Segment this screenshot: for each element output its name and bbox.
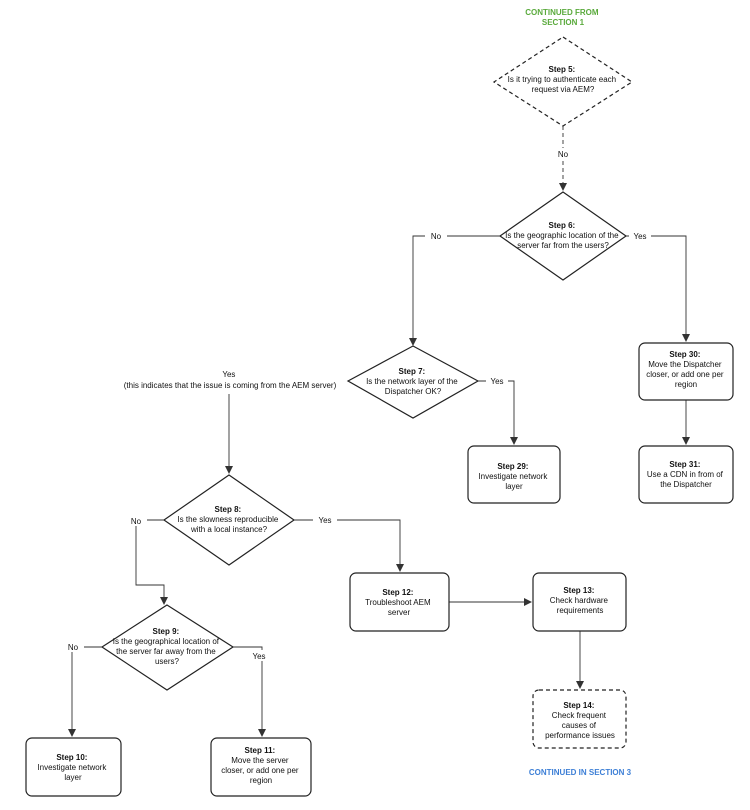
node-step30: Step 30: Move the Dispatcher closer, or … (638, 342, 734, 401)
edge-step7-step8 (225, 380, 348, 474)
node-step7: Step 7: Is the network layer of the Disp… (346, 345, 480, 419)
step14-text: Step 14: Check frequent causes of perfor… (545, 701, 615, 740)
edge-step9-step10 (68, 646, 102, 737)
step6-text: Step 6: Is the geographic location of th… (505, 221, 621, 250)
edge-step8-step12 (294, 519, 404, 572)
node-step10: Step 10: Investigate network layer (25, 737, 122, 797)
edge-label-no-step8: No (131, 517, 142, 526)
edge-label-no-step9: No (68, 643, 79, 652)
step29-text: Step 29: Investigate network layer (478, 462, 549, 491)
edge-label-yes-step7-left: Yes (this indicates that the issue is co… (124, 370, 337, 390)
edge-step7-step29 (478, 380, 518, 445)
node-step13: Step 13: Check hardware requirements (532, 572, 627, 632)
step9-text: Step 9: Is the geographical location of … (113, 627, 222, 666)
step13-text: Step 13: Check hardware requirements (550, 586, 610, 615)
edge-label-yes-step9: Yes (252, 652, 265, 661)
step31-text: Step 31: Use a CDN in from of the Dispat… (647, 460, 725, 489)
edge-label-yes-step8: Yes (318, 516, 331, 525)
step12-text: Step 12: Troubleshoot AEM server (365, 588, 433, 617)
edge-step6-step7 (409, 235, 500, 346)
step10-text: Step 10: Investigate network layer (37, 753, 108, 782)
edge-label-yes-step7-right: Yes (490, 377, 503, 386)
edge-label-no-step5: No (558, 150, 569, 159)
edge-label-no-step6: No (431, 232, 442, 241)
step7-text: Step 7: Is the network layer of the Disp… (366, 367, 460, 396)
continued-in-label: CONTINUED IN SECTION 3 (529, 768, 632, 777)
edge-label-yes-step6: Yes (633, 232, 646, 241)
node-step9: Step 9: Is the geographical location of … (100, 604, 235, 691)
step30-text: Step 30: Move the Dispatcher closer, or … (646, 350, 726, 389)
continued-from-label: CONTINUED FROM SECTION 1 (525, 8, 601, 27)
node-step31: Step 31: Use a CDN in from of the Dispat… (638, 445, 734, 504)
node-step8: Step 8: Is the slowness reproducible wit… (162, 474, 296, 566)
node-step12: Step 12: Troubleshoot AEM server (349, 572, 450, 632)
step11-text: Step 11: Move the server closer, or add … (221, 746, 301, 785)
edge-step9-step11 (233, 646, 266, 737)
node-step29: Step 29: Investigate network layer (467, 445, 561, 504)
edge-step6-step30 (626, 235, 690, 342)
step8-text: Step 8: Is the slowness reproducible wit… (177, 505, 280, 534)
edge-step8-step9 (135, 519, 168, 605)
edge-labels: No No Yes Yes Yes (this indicates that t… (62, 148, 651, 661)
step5-text: Step 5: Is it trying to authenticate eac… (508, 65, 619, 94)
node-step6: Step 6: Is the geographic location of th… (498, 191, 628, 281)
node-step5: Step 5: Is it trying to authenticate eac… (492, 36, 634, 127)
node-step14: Step 14: Check frequent causes of perfor… (532, 689, 627, 749)
node-step11: Step 11: Move the server closer, or add … (210, 737, 312, 797)
